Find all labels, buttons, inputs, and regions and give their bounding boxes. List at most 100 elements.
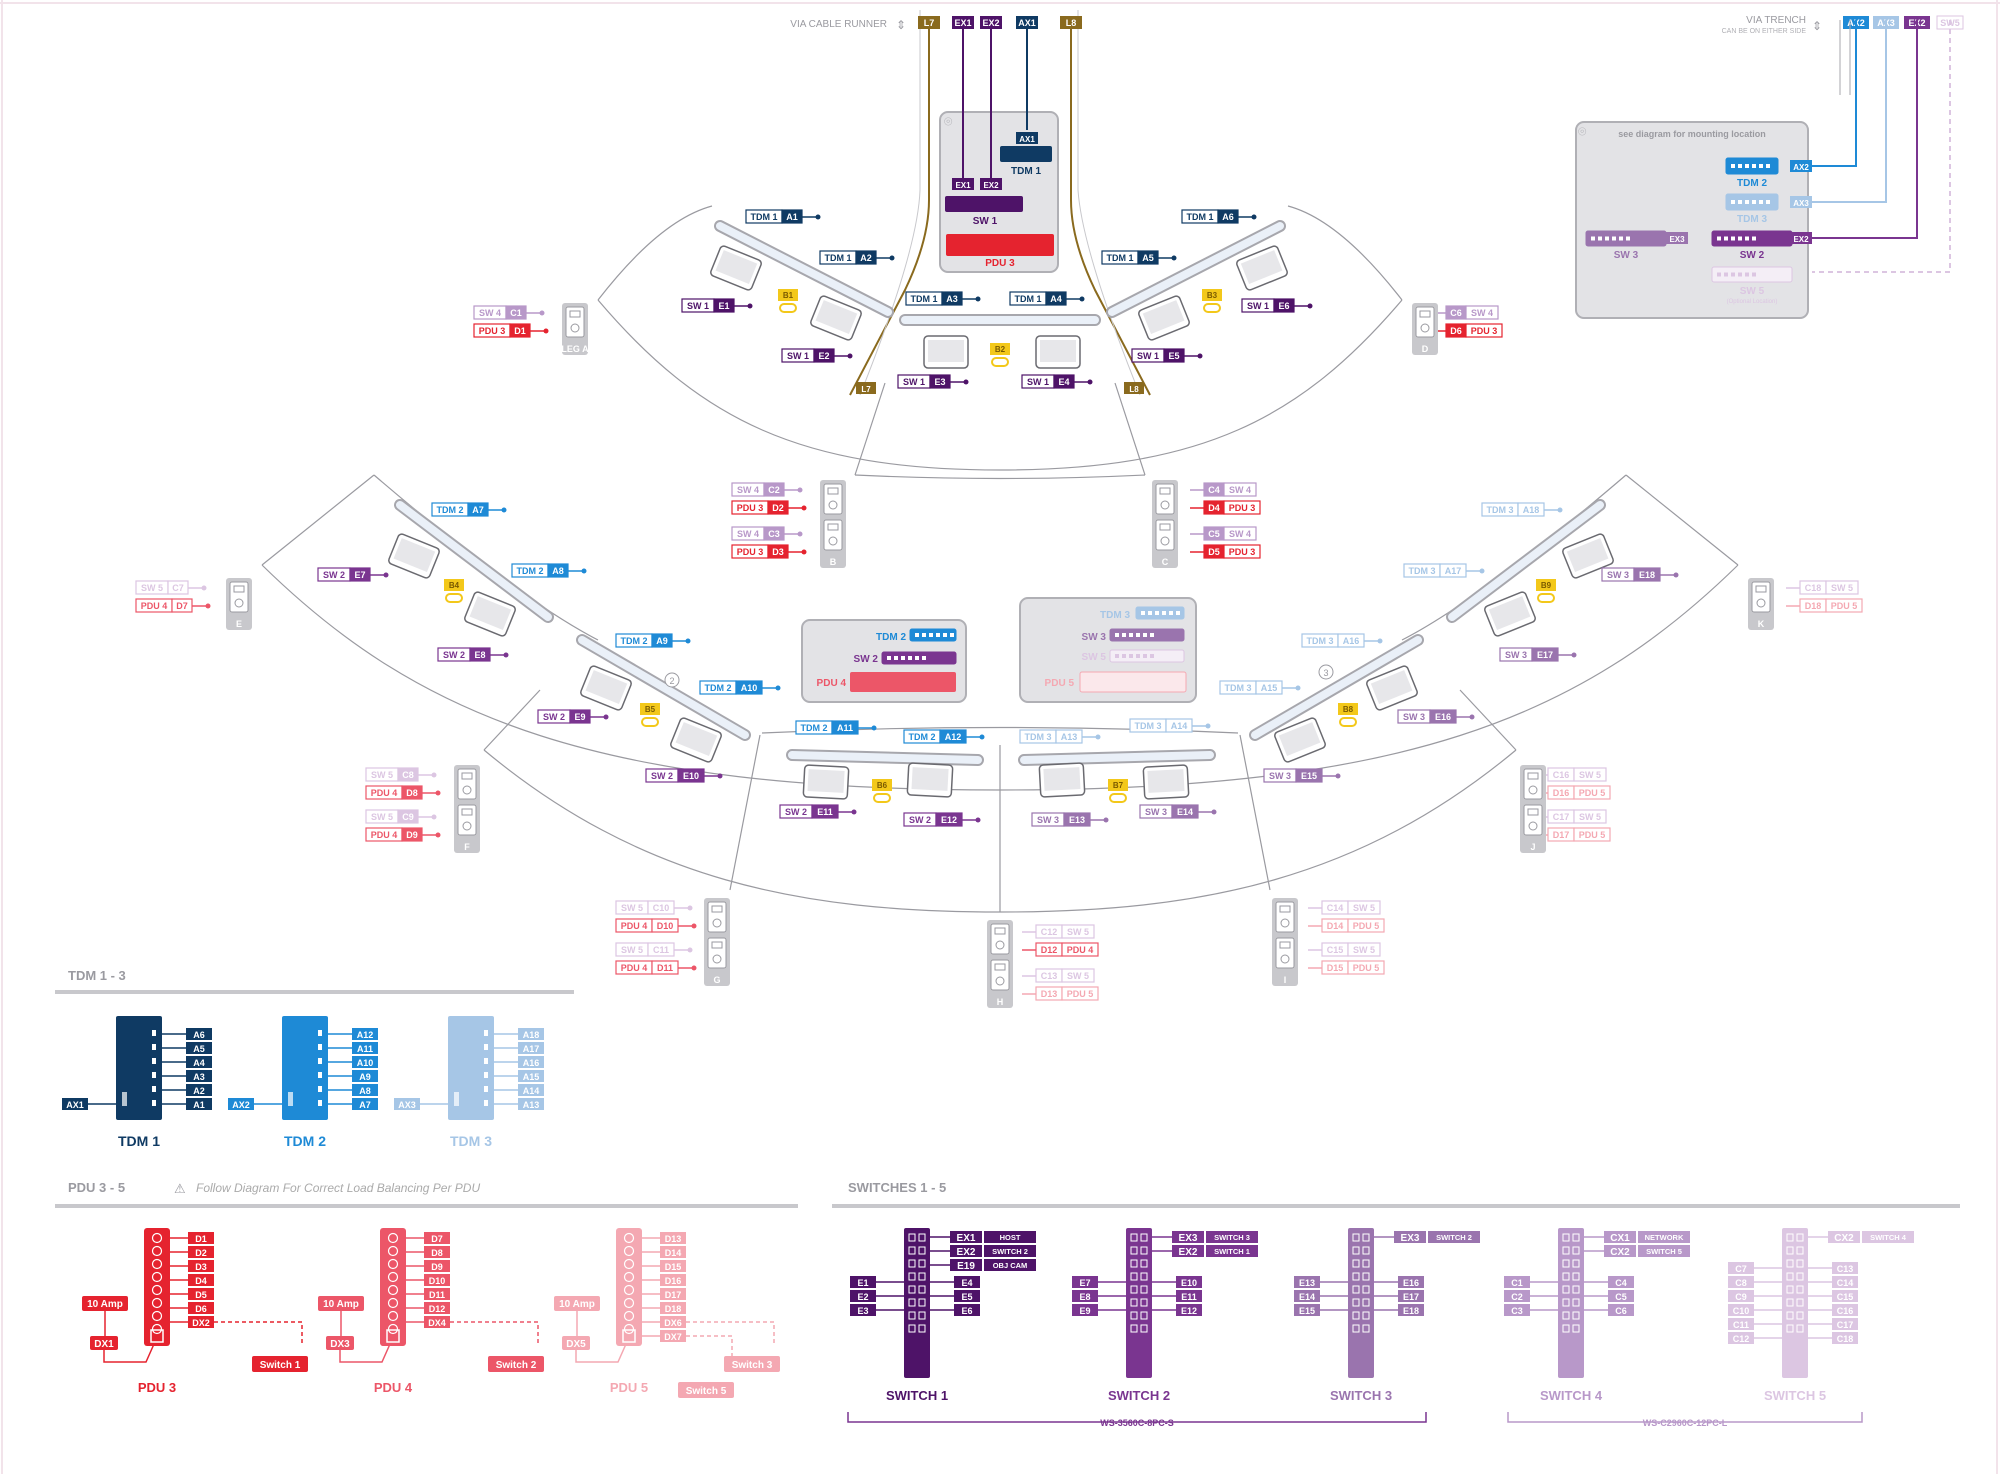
uplink-port-box: [1604, 1231, 1636, 1243]
top-tag-box: [952, 16, 974, 29]
sw5-unit-port: [1717, 272, 1721, 277]
pdu4-mid-label: PDU 4: [817, 678, 847, 689]
callout-device-label: TDM 3: [1487, 505, 1514, 515]
pdu-socket-icon: [387, 1310, 399, 1322]
monitor-icon: [1142, 764, 1190, 800]
tdm-port-icon: [318, 1030, 322, 1036]
switch-port-icon: [1786, 1311, 1794, 1320]
monitor-screen: [469, 596, 512, 631]
callout-device-label: SW 1: [903, 377, 925, 387]
top-tag-label: AX1: [1018, 18, 1036, 28]
callout-device-label: SW 3: [1403, 712, 1425, 722]
switch-port-icon: [1140, 1324, 1148, 1333]
sw3-mid-label: SW 3: [1082, 632, 1107, 643]
sw2-mid-port: [922, 656, 926, 660]
pdu-section-title: PDU 3 - 5: [68, 1180, 125, 1195]
uplink-target-box: [984, 1259, 1036, 1271]
tdm-port-label: A12: [357, 1030, 374, 1040]
tdm-port-label: A5: [193, 1044, 205, 1054]
tdm3-unit-port: [1738, 200, 1742, 204]
b-tag-label: B3: [1207, 291, 1218, 300]
switch-port-icon: [908, 1259, 916, 1268]
tdm-port-label: A14: [523, 1086, 540, 1096]
callout-port-label: C15: [1327, 945, 1344, 955]
uplink-port-label: EX1: [957, 1233, 976, 1244]
pdu-port-box: [424, 1232, 450, 1244]
callout-device-label: PDU 4: [371, 830, 398, 840]
callout-plug-icon: [847, 353, 853, 359]
callout-device-label: TDM 2: [909, 732, 936, 742]
callout-port-label: C7: [172, 583, 184, 593]
callout-plug-icon: [1251, 214, 1257, 220]
tdm2-mid-port: [936, 633, 940, 637]
tdm-port-icon: [152, 1086, 156, 1092]
switch-left-box: [850, 1276, 876, 1288]
leg-cable-tag-label: L7: [861, 385, 871, 394]
callout-port-label: C2: [768, 485, 780, 495]
tdm-port-label: A4: [193, 1058, 205, 1068]
callout-device-box: [1573, 809, 1607, 824]
callout-device-box: [1347, 960, 1385, 975]
rack-port-tag: [980, 178, 1002, 190]
b-tag: [990, 343, 1010, 355]
pdu-port-box: [660, 1232, 686, 1244]
switch-right-label: E5: [961, 1292, 972, 1302]
pdu-port-box: [424, 1260, 450, 1272]
callout-port-label: A6: [1222, 212, 1234, 222]
callout-device-label: SW 1: [687, 301, 709, 311]
pdu-switch-label-b: Switch 5: [686, 1386, 727, 1397]
uplink-target-label: NETWORK: [1645, 1233, 1684, 1242]
rack-port-tag: [1016, 132, 1038, 144]
mounting-box: [1575, 121, 1809, 319]
monitor-screen: [1488, 596, 1531, 631]
uplink-target-label: OBJ CAM: [993, 1261, 1028, 1270]
switch-port-icon: [1130, 1285, 1138, 1294]
monitor-screen: [393, 538, 436, 573]
callout-plug-icon: [975, 296, 981, 302]
monitor-icon: [802, 764, 850, 800]
callout-device-label: SW 1: [787, 351, 809, 361]
pdu-port-label: D9: [431, 1262, 443, 1272]
uplink-target-label: SWITCH 1: [1214, 1247, 1250, 1256]
callout-port-label: A8: [552, 566, 564, 576]
callout-device-box: [1061, 924, 1095, 939]
callout-device-label: SW 4: [1229, 529, 1251, 539]
sw2-unit-port: [1738, 236, 1742, 241]
callout-port-label: E1: [718, 301, 729, 311]
network-jack-icon: [1279, 905, 1291, 913]
pdu-port-label: D7: [431, 1234, 443, 1244]
switch-left-label: E1: [857, 1278, 868, 1288]
uplink-port-box: [950, 1245, 982, 1257]
callout-port-label: C6: [1450, 308, 1462, 318]
b-connector-icon: [1203, 303, 1221, 313]
pdu-switch-tag: [724, 1356, 780, 1372]
switch-port-icon: [1352, 1285, 1360, 1294]
callout-plug-icon: [871, 725, 877, 731]
callout-port-label: D17: [1553, 830, 1570, 840]
sw2-unit-port: [1717, 236, 1721, 241]
leg-label: J: [1530, 842, 1535, 852]
tdm-port-box: [352, 1028, 378, 1040]
switch-port-icon: [1562, 1311, 1570, 1320]
tdm3-label: TDM 3: [1737, 214, 1767, 225]
callout-device-label: PDU 4: [621, 963, 648, 973]
switch-port-icon: [1796, 1324, 1804, 1333]
sw3-unit-port: [1612, 236, 1616, 241]
switch-port-icon: [1562, 1272, 1570, 1281]
switch-port-icon: [918, 1298, 926, 1307]
pdu-dx-link: [450, 1321, 539, 1346]
callout-plug-icon: [1673, 572, 1679, 578]
callout-device-label: SW 1: [1247, 301, 1269, 311]
uplink-target-label: SWITCH 2: [1436, 1233, 1472, 1242]
pdu-socket-icon: [387, 1271, 399, 1283]
switch-port-icon: [1362, 1298, 1370, 1307]
